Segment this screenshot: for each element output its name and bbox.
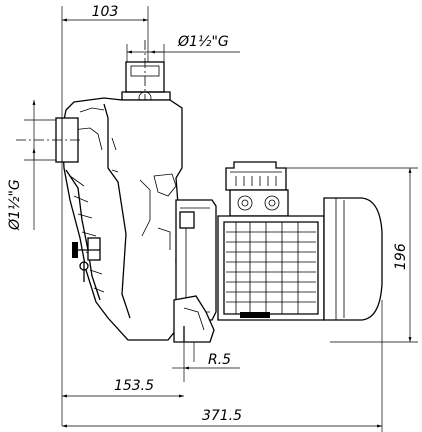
electric-motor xyxy=(217,161,383,321)
dimension-overall-length: 371.5 xyxy=(62,300,383,432)
fan-cover xyxy=(323,197,383,321)
foot-distance-label: 153.5 xyxy=(114,378,154,394)
foot-radius-label: R.5 xyxy=(208,352,231,368)
motor-height-label: 196 xyxy=(393,243,409,270)
drain-plug xyxy=(72,237,101,282)
dimension-top-width: 103 xyxy=(61,4,149,106)
cooling-fins xyxy=(226,222,316,314)
pump-body xyxy=(16,40,217,343)
inlet-thread-label: Ø1½"G xyxy=(7,179,23,231)
dimension-foot-distance: 153.5 xyxy=(61,106,184,426)
dimension-motor-height: 196 xyxy=(286,167,418,343)
terminal-box xyxy=(225,161,287,191)
top-width-label: 103 xyxy=(92,4,119,20)
outlet-thread-label: Ø1½"G xyxy=(177,34,229,50)
dimension-foot-radius: R.5 xyxy=(172,342,240,382)
overall-length-label: 371.5 xyxy=(202,408,242,424)
pump-housing xyxy=(61,97,183,341)
